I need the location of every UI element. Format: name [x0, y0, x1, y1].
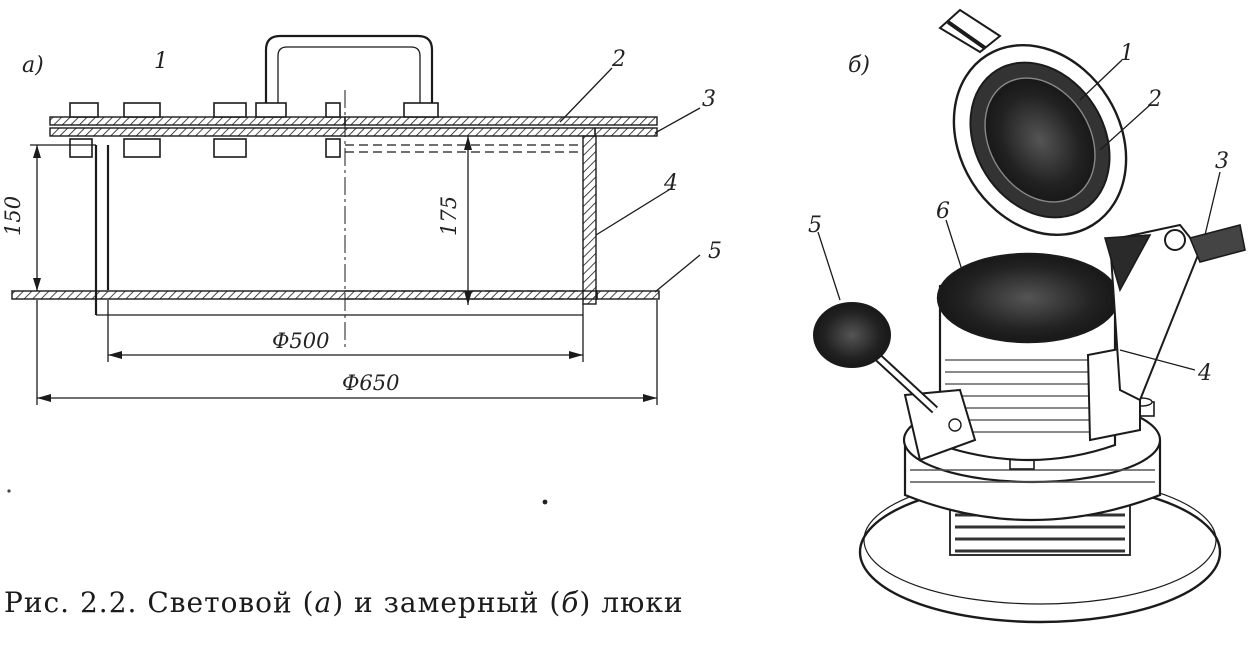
light-hatch-section: а) 1 2 3 4 5 150 175 Ф500 Ф650	[1, 34, 722, 405]
dim-diam-outer: Ф650	[342, 371, 400, 395]
part-label-b6: 6	[936, 199, 950, 224]
part-label-b5: 5	[808, 213, 822, 238]
cylinder-wall	[582, 135, 597, 305]
part-label-b4: 4	[1197, 361, 1212, 386]
caption-b: б	[561, 586, 580, 619]
cover-plate	[49, 116, 346, 126]
part-label-b1: 1	[1120, 41, 1134, 66]
dim-height-inner: 150	[1, 196, 25, 236]
caption-a: а	[314, 586, 333, 619]
dim-diam-inner: Ф500	[272, 329, 330, 353]
part-label-1: 1	[154, 49, 168, 74]
part-label-2: 2	[611, 47, 626, 72]
bolts-bottom	[69, 138, 341, 158]
panel-label-b: б)	[848, 53, 870, 78]
part-label-3: 3	[702, 87, 716, 112]
part-label-4: 4	[663, 171, 678, 196]
roof-sheet	[11, 290, 598, 300]
part-label-b3: 3	[1215, 149, 1229, 174]
cover-plate-right	[344, 116, 658, 126]
figure-caption: Рис. 2.2. Световой (а) и замерный (б) лю…	[4, 586, 684, 619]
caption-middle: ) и замерный (	[332, 586, 562, 619]
part-label-b2: 2	[1147, 87, 1162, 112]
panel-label-a: а)	[22, 53, 44, 78]
caption-prefix: Рис. 2.2. Световой (	[4, 586, 315, 619]
top-flange	[49, 127, 596, 137]
dim-height-outer: 175	[437, 196, 461, 236]
bolts-top	[69, 102, 439, 118]
measuring-hatch-drawing: б) 1 2 3 4 5 6	[808, 8, 1246, 624]
caption-suffix: ) люки	[579, 586, 684, 619]
lid	[952, 43, 1128, 237]
handle	[264, 34, 434, 108]
funnel	[813, 302, 891, 368]
cylinder-opening	[936, 252, 1120, 344]
part-label-5: 5	[708, 239, 722, 264]
